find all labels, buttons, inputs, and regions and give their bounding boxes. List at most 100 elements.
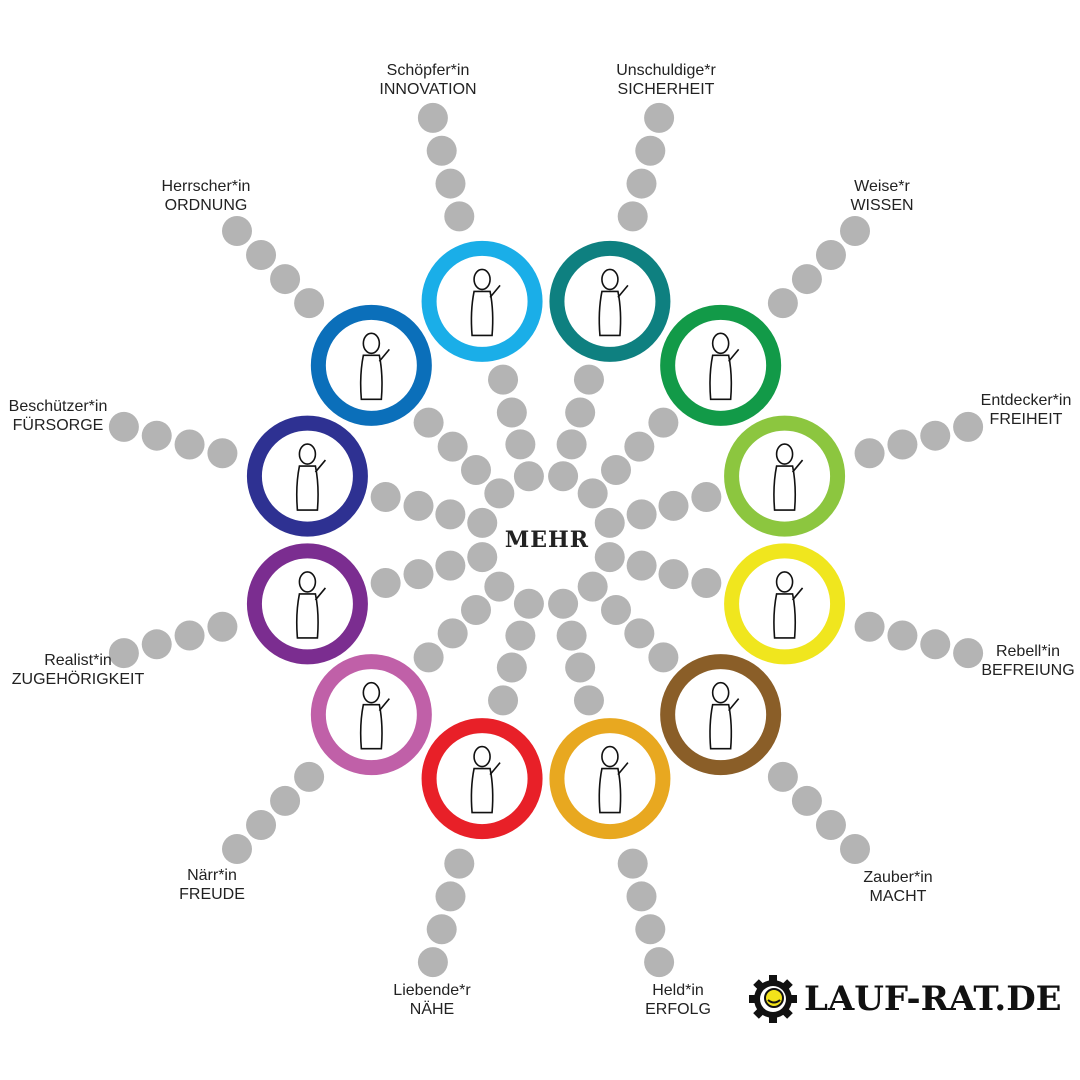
inner-dot bbox=[601, 454, 632, 485]
archetype-value: INNOVATION bbox=[379, 81, 477, 98]
outer-dot bbox=[435, 881, 466, 912]
outer-dot bbox=[294, 761, 325, 792]
outer-dot bbox=[767, 288, 798, 319]
archetype-4 bbox=[594, 542, 984, 669]
archetype-value: ZUGEHÖRIGKEIT bbox=[11, 671, 145, 688]
inner-dot bbox=[496, 397, 527, 428]
outer-dot bbox=[221, 215, 252, 246]
inner-dot bbox=[626, 550, 657, 581]
inner-dot bbox=[460, 454, 491, 485]
everyman-figure-icon bbox=[295, 571, 327, 639]
logo: LAUF-RAT.DE bbox=[748, 974, 1062, 1024]
inner-dot bbox=[601, 595, 632, 626]
inner-dot bbox=[648, 407, 679, 438]
outer-dot bbox=[417, 947, 448, 978]
inner-dot bbox=[548, 461, 579, 492]
outer-dot bbox=[791, 785, 822, 816]
outer-dot bbox=[294, 288, 325, 319]
inner-dot bbox=[435, 550, 466, 581]
archetype-name: Närr*in bbox=[187, 867, 237, 884]
archetype-name: Zauber*in bbox=[863, 869, 933, 886]
inner-dot bbox=[573, 685, 604, 716]
inner-dot bbox=[624, 618, 655, 649]
outer-dot bbox=[426, 135, 457, 166]
outer-dot bbox=[920, 420, 951, 451]
inner-dot bbox=[548, 588, 579, 619]
inner-dot bbox=[556, 620, 587, 651]
outer-dot bbox=[767, 761, 798, 792]
inner-dot bbox=[594, 507, 625, 538]
inner-dot bbox=[626, 499, 657, 530]
archetype-value: FÜRSORGE bbox=[12, 417, 104, 434]
inner-dot bbox=[577, 571, 608, 602]
inner-dot bbox=[573, 364, 604, 395]
archetype-name: Weise*r bbox=[854, 178, 910, 195]
archetype-value: FREUDE bbox=[179, 886, 245, 903]
outer-dot bbox=[426, 914, 457, 945]
jester-figure-icon bbox=[359, 681, 390, 750]
outer-dot bbox=[920, 629, 951, 660]
sage-figure-icon bbox=[709, 332, 740, 401]
archetype-5 bbox=[577, 571, 871, 865]
archetype-name: Herrscher*in bbox=[161, 178, 251, 195]
inner-dot bbox=[556, 429, 587, 460]
archetype-name: Entdecker*in bbox=[980, 392, 1072, 409]
archetype-0 bbox=[417, 102, 544, 492]
inner-dot bbox=[413, 407, 444, 438]
outer-dot bbox=[953, 638, 984, 669]
archetype-value: WISSEN bbox=[850, 197, 914, 214]
archetype-7 bbox=[417, 588, 544, 978]
archetype-name: Realist*in bbox=[44, 652, 112, 669]
outer-dot bbox=[635, 914, 666, 945]
archetype-name: Beschützer*in bbox=[8, 398, 108, 415]
gear-bulb-icon bbox=[749, 975, 797, 1023]
center-label: MEHR bbox=[504, 527, 590, 553]
outer-dot bbox=[174, 429, 205, 460]
archetype-name: Held*in bbox=[652, 982, 704, 999]
inner-dot bbox=[467, 507, 498, 538]
inner-dot bbox=[413, 642, 444, 673]
lover-figure-icon bbox=[470, 745, 501, 814]
logo-text: LAUF-RAT.DE bbox=[804, 979, 1062, 1019]
archetype-value: ORDNUNG bbox=[164, 197, 248, 214]
inner-dot bbox=[370, 567, 401, 598]
inner-dot bbox=[505, 429, 536, 460]
archetype-8 bbox=[221, 571, 515, 865]
inner-dot bbox=[484, 478, 515, 509]
archetype-value: ERFOLG bbox=[645, 1001, 711, 1018]
hero-figure-icon bbox=[598, 745, 629, 814]
inner-dot bbox=[460, 595, 491, 626]
inner-dot bbox=[513, 588, 544, 619]
inner-dot bbox=[403, 490, 434, 521]
inner-dot bbox=[467, 542, 498, 573]
inner-dot bbox=[565, 652, 596, 683]
outer-dot bbox=[840, 834, 871, 865]
outer-dot bbox=[435, 168, 466, 199]
outer-dot bbox=[246, 809, 277, 840]
ruler-figure-icon bbox=[359, 332, 390, 401]
inner-dot bbox=[505, 620, 536, 651]
outer-dot bbox=[815, 809, 846, 840]
inner-dot bbox=[624, 431, 655, 462]
inner-dot bbox=[658, 490, 689, 521]
outer-dot bbox=[854, 438, 885, 469]
archetype-9 bbox=[108, 542, 498, 669]
outer-dot bbox=[626, 881, 657, 912]
outer-dot bbox=[108, 411, 139, 442]
archetype-name: Liebende*r bbox=[393, 982, 471, 999]
outer-dot bbox=[207, 611, 238, 642]
outer-dot bbox=[635, 135, 666, 166]
archetype-1 bbox=[548, 102, 675, 492]
caregiver-figure-icon bbox=[295, 443, 327, 511]
archetype-value: MACHT bbox=[869, 888, 927, 905]
